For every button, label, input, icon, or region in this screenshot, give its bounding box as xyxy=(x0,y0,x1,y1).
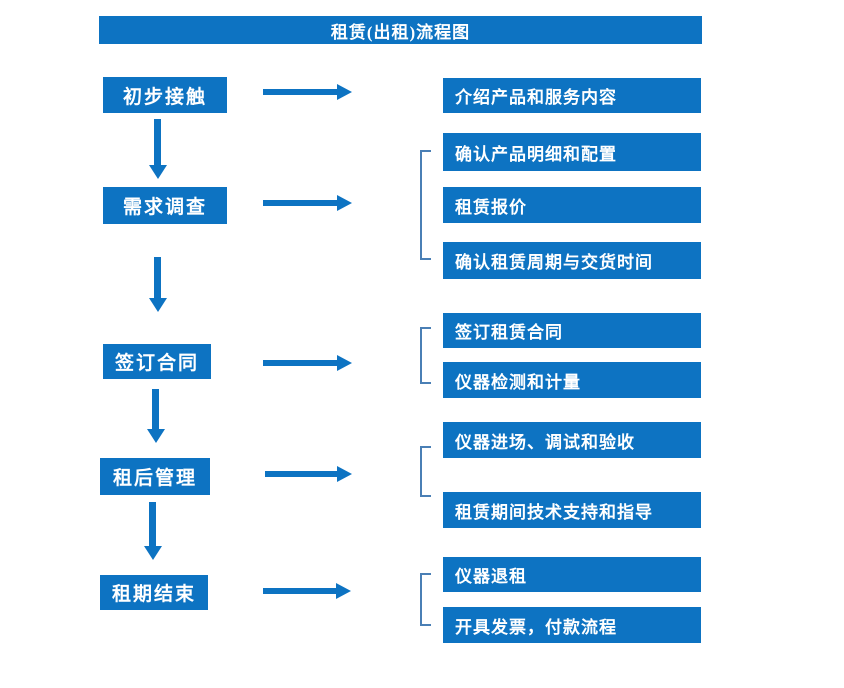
output-invoice-payment-process: 开具发票，付款流程 xyxy=(443,607,701,643)
down-arrow-2 xyxy=(154,257,161,298)
output-instrument-return: 仪器退租 xyxy=(443,557,701,592)
output-introduce-products-services: 介绍产品和服务内容 xyxy=(443,78,701,113)
output-instrument-entry-debug-acceptance: 仪器进场、调试和验收 xyxy=(443,422,701,458)
group-bracket-sign-contract xyxy=(420,327,431,384)
stage-lease-end: 租期结束 xyxy=(100,575,208,610)
diagram-title: 租赁(出租)流程图 xyxy=(99,16,702,44)
right-arrow-2 xyxy=(263,200,337,206)
stage-post-rental-management: 租后管理 xyxy=(100,458,210,495)
group-bracket-demand-survey xyxy=(420,150,431,260)
group-bracket-lease-end xyxy=(420,573,431,626)
output-technical-support-guidance: 租赁期间技术支持和指导 xyxy=(443,492,701,528)
output-confirm-rental-period-delivery: 确认租赁周期与交货时间 xyxy=(443,242,701,279)
right-arrow-1 xyxy=(263,89,337,95)
stage-sign-contract: 签订合同 xyxy=(103,344,211,379)
down-arrow-4 xyxy=(149,502,156,546)
down-arrow-1 xyxy=(154,119,161,165)
right-arrow-5 xyxy=(263,588,336,594)
stage-initial-contact: 初步接触 xyxy=(103,77,227,113)
output-rental-quotation: 租赁报价 xyxy=(443,187,701,223)
group-bracket-post-rental xyxy=(420,446,431,497)
output-confirm-product-details: 确认产品明细和配置 xyxy=(443,133,701,171)
output-instrument-testing-metering: 仪器检测和计量 xyxy=(443,362,701,398)
stage-demand-survey: 需求调查 xyxy=(103,187,227,224)
output-sign-rental-contract: 签订租赁合同 xyxy=(443,313,701,348)
right-arrow-3 xyxy=(263,360,337,366)
down-arrow-3 xyxy=(152,389,159,429)
right-arrow-4 xyxy=(265,471,337,477)
